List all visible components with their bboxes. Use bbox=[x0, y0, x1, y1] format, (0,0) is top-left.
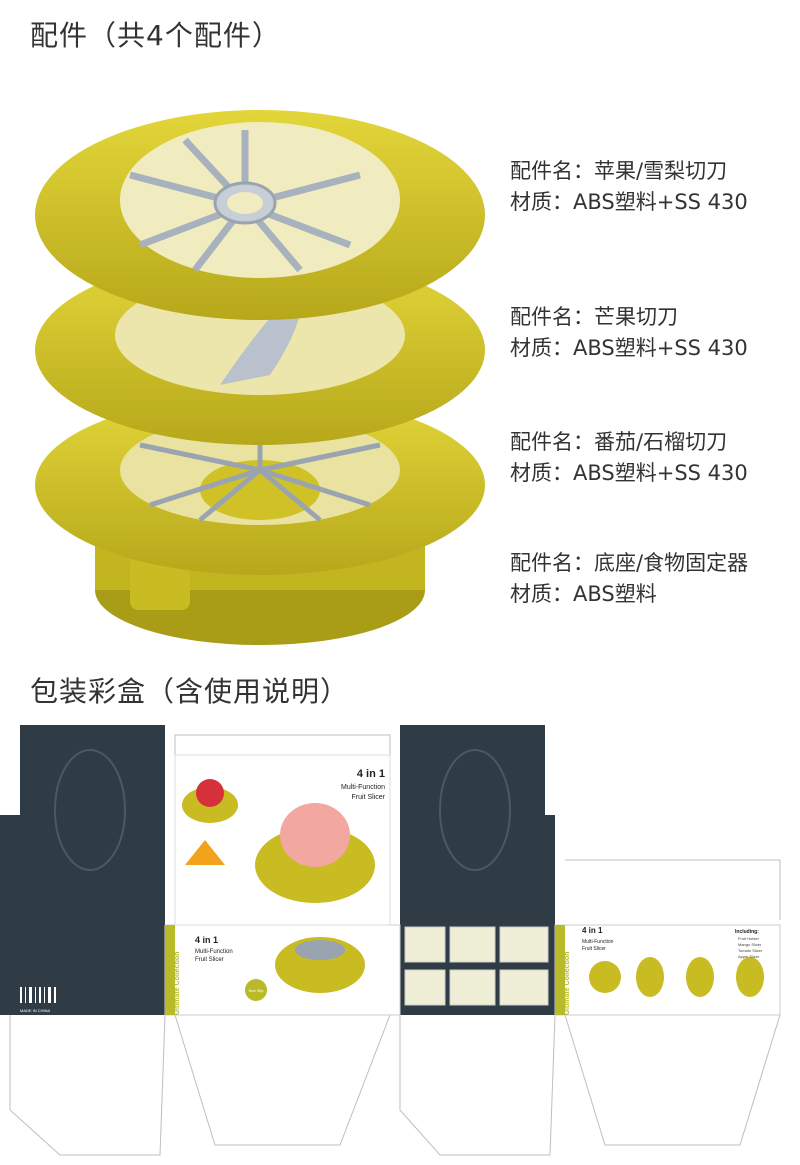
non-slip-badge: Non Slip bbox=[248, 988, 264, 993]
box-front-subtitle2: Fruit Slicer bbox=[352, 794, 386, 801]
box-panel-title: 4 in 1 bbox=[195, 935, 218, 945]
including-item: Fruit Holder bbox=[738, 936, 760, 941]
part-material: 材质：ABS塑料 bbox=[510, 582, 657, 606]
box-panel-subtitle1: Multi-Function bbox=[195, 949, 233, 955]
part-name: 配件名：苹果/雪梨切刀 bbox=[510, 159, 728, 183]
part-material: 材质：ABS塑料+SS 430 bbox=[510, 190, 748, 214]
part-spec-4: 配件名：底座/食物固定器 材质：ABS塑料 bbox=[510, 548, 748, 610]
box-panel-subtitle2: Fruit Slicer bbox=[195, 957, 224, 963]
section-title-parts: 配件（共4个配件） bbox=[30, 19, 281, 52]
box-side-subtitle1: Multi-Function bbox=[582, 939, 614, 945]
box-brand-vertical-2: Ultimate Collection bbox=[564, 952, 571, 1015]
part-spec-3: 配件名：番茄/石榴切刀 材质：ABS塑料+SS 430 bbox=[510, 427, 748, 489]
including-item: Mango Slicer bbox=[738, 942, 762, 947]
product-stack-image bbox=[35, 110, 485, 645]
part-spec-1: 配件名：苹果/雪梨切刀 材质：ABS塑料+SS 430 bbox=[510, 156, 748, 218]
section-title-packaging: 包装彩盒（含使用说明） bbox=[30, 675, 350, 708]
part-material: 材质：ABS塑料+SS 430 bbox=[510, 461, 748, 485]
made-in-label: MADE IN CHINA bbox=[20, 1008, 51, 1013]
including-item: Apple Slicer bbox=[738, 954, 760, 959]
box-side-title: 4 in 1 bbox=[582, 926, 603, 935]
packaging-dieline: 4 in 1 Multi-Function Fruit Slicer 4 in … bbox=[0, 725, 781, 1156]
including-label: Including: bbox=[735, 929, 759, 935]
box-side-subtitle2: Fruit Slicer bbox=[582, 946, 606, 952]
including-item: Tomato Slicer bbox=[738, 948, 763, 953]
box-brand-vertical: Ultimate Collection bbox=[174, 952, 181, 1015]
box-front-title: 4 in 1 bbox=[357, 768, 385, 780]
part-material: 材质：ABS塑料+SS 430 bbox=[510, 336, 748, 360]
box-front-subtitle1: Multi-Function bbox=[341, 784, 385, 791]
part-name: 配件名：番茄/石榴切刀 bbox=[510, 430, 728, 454]
part-name: 配件名：底座/食物固定器 bbox=[510, 551, 749, 575]
part-spec-2: 配件名：芒果切刀 材质：ABS塑料+SS 430 bbox=[510, 302, 748, 364]
part-name: 配件名：芒果切刀 bbox=[510, 305, 678, 329]
